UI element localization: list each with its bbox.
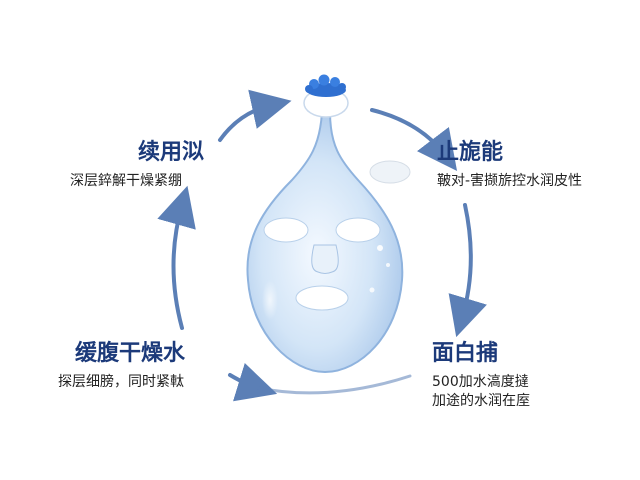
desc-bottom-right-1: 500加水滈度撻 — [432, 374, 529, 390]
arrow-top-left — [218, 89, 292, 142]
desc-bottom-left: 探层细膀，同时紧軚 — [58, 374, 184, 390]
title-top-right: 止旎能 — [437, 140, 504, 165]
mask-mouth — [295, 285, 349, 311]
desc-bottom-right-2: 加途的水润在庢 — [432, 393, 530, 409]
block-bottom-right: 面白捕 500加水滈度撻 加途的水润在庢 — [432, 341, 530, 411]
block-bottom-left: 缓腹干燥水 探层细膀，同时紧軚 — [58, 341, 186, 392]
title-bottom-left: 缓腹干燥水 — [75, 341, 186, 366]
cycle-arrows — [157, 89, 487, 402]
title-bottom-right: 面白捕 — [432, 341, 499, 366]
title-top-left: 续用泤 — [138, 140, 205, 165]
arrow-bottom-left — [228, 363, 278, 402]
arrow-bottom — [256, 374, 412, 395]
block-top-right: 止旎能 鞁对-害撷旂控水润皮性 — [437, 140, 582, 191]
floating-droplet — [369, 160, 411, 184]
mask-nose — [311, 244, 339, 274]
block-top-left: 续用泤 深层錊解干燥紧绷 — [70, 140, 205, 191]
cap-icon — [305, 74, 346, 97]
arrow-right — [448, 203, 487, 338]
desc-top-right: 鞁对-害撷旂控水润皮性 — [437, 173, 583, 189]
water-drop-mask-icon — [246, 74, 404, 374]
arrow-top-right — [370, 108, 458, 171]
mask-eye-right — [335, 217, 381, 243]
mask-eye-left — [263, 217, 309, 243]
arrow-left — [157, 185, 196, 330]
desc-top-left: 深层錊解干燥紧绷 — [70, 173, 182, 189]
